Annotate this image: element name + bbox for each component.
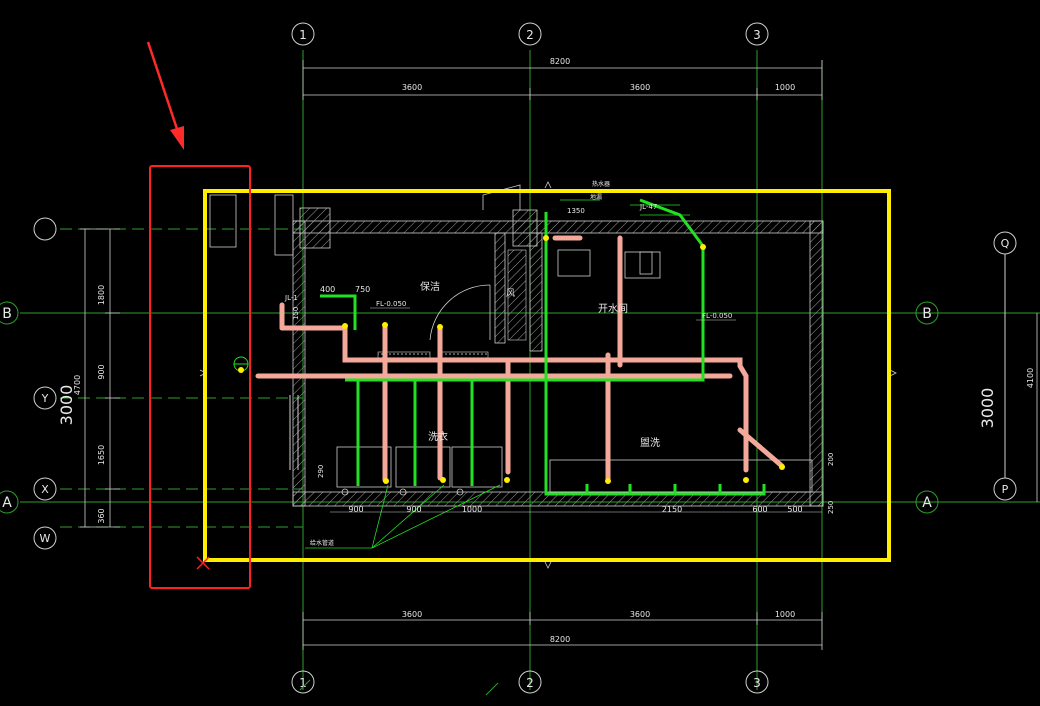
hot-water-pipes xyxy=(255,235,785,483)
room-label-wind: 风 xyxy=(506,288,515,299)
room-label-wash: 洗衣 xyxy=(428,430,448,443)
dim-small-250: 250 xyxy=(827,501,835,514)
yellow-highlight-box xyxy=(203,189,891,562)
dim-span-top-2: 3600 xyxy=(630,83,650,92)
red-arrow-annotation xyxy=(146,41,184,150)
dim-small-290: 290 xyxy=(317,465,325,478)
pipe-tag-jl2: JL-47 xyxy=(639,203,657,211)
axis-label-bottom-2: 2 xyxy=(526,676,534,690)
axis-label-left-b: B xyxy=(2,306,12,322)
section-marker xyxy=(233,356,249,373)
dim-small-200: 200 xyxy=(827,453,835,466)
dim-span-bottom-3: 1000 xyxy=(775,610,795,619)
axis-label-left-a: A xyxy=(2,495,12,511)
dim-fixture-3: 1000 xyxy=(462,505,482,514)
dim-small-750: 750 xyxy=(355,285,370,294)
dim-small-150: 150 xyxy=(292,307,300,320)
dim-fixture-5: 600 xyxy=(752,505,767,514)
floor-level-2: FL-0.050 xyxy=(702,312,732,320)
dimension-top xyxy=(302,60,823,100)
axis-label-left-x: X xyxy=(41,483,49,496)
annotation-leaders xyxy=(305,199,690,549)
floor-level-1: FL-0.050 xyxy=(376,300,406,308)
axis-label-right-b: B xyxy=(922,306,932,322)
axis-label-top-2: 2 xyxy=(526,28,534,42)
dim-total-top: 8200 xyxy=(550,57,570,66)
axis-label-right-a: A xyxy=(922,495,932,511)
dim-small-400: 400 xyxy=(320,285,335,294)
heater-note: 热水器 xyxy=(592,180,610,188)
fixtures xyxy=(336,249,813,496)
dim-small-1350: 1350 xyxy=(567,207,585,215)
room-label-cleaning: 保洁 xyxy=(420,280,440,293)
dim-left-1: 1800 xyxy=(97,285,106,305)
axis-label-top-3: 3 xyxy=(753,28,761,42)
axis-label-bottom-3: 3 xyxy=(753,676,761,690)
axis-label-top-1: 1 xyxy=(299,28,307,42)
red-x-mark xyxy=(196,556,210,570)
pipe-note: 给水管道 xyxy=(310,539,334,547)
dim-fixture-4: 2150 xyxy=(662,505,682,514)
floor-drain-note: 地漏 xyxy=(590,193,602,201)
building-walls xyxy=(209,184,824,507)
room-label-water: 开水间 xyxy=(598,302,628,315)
dim-fixture-2: 900 xyxy=(406,505,421,514)
dim-total-bottom: 8200 xyxy=(550,635,570,644)
dim-left-total: 4700 xyxy=(73,375,82,395)
dim-fixture-1: 900 xyxy=(348,505,363,514)
dim-left-2: 900 xyxy=(97,364,106,379)
bottom-axis: 1 2 3 xyxy=(291,670,769,696)
dim-span-top-1: 3600 xyxy=(402,83,422,92)
room-label-basin: 盥洗 xyxy=(640,437,660,449)
dim-big-right: 3000 xyxy=(978,388,997,429)
pipe-tag-jl: JL-1 xyxy=(284,294,298,302)
left-axis: B Y X A W xyxy=(0,217,57,550)
dimension-bottom xyxy=(302,612,823,650)
dimension-left xyxy=(80,228,120,528)
dim-left-3: 1650 xyxy=(97,445,106,465)
cold-water-pipes xyxy=(320,198,766,496)
axis-label-right-q: Q xyxy=(1001,237,1010,250)
dim-left-4: 360 xyxy=(97,508,106,523)
dim-right-total: 4100 xyxy=(1026,368,1035,388)
dim-fixture-6: 500 xyxy=(787,505,802,514)
axis-label-right-p: P xyxy=(1002,483,1009,496)
top-axis: 1 2 3 xyxy=(291,22,769,46)
right-axis: Q B P A xyxy=(915,231,1040,514)
pipe-joints xyxy=(342,235,785,484)
red-highlight-box xyxy=(149,165,251,589)
dim-span-bottom-2: 3600 xyxy=(630,610,650,619)
axis-label-bottom-1: 1 xyxy=(299,676,307,690)
axis-label-left-y: Y xyxy=(41,392,49,405)
axis-label-left-w: W xyxy=(40,532,51,545)
dim-span-bottom-1: 3600 xyxy=(402,610,422,619)
dim-big-left: 3000 xyxy=(57,385,76,426)
dim-span-top-3: 1000 xyxy=(775,83,795,92)
